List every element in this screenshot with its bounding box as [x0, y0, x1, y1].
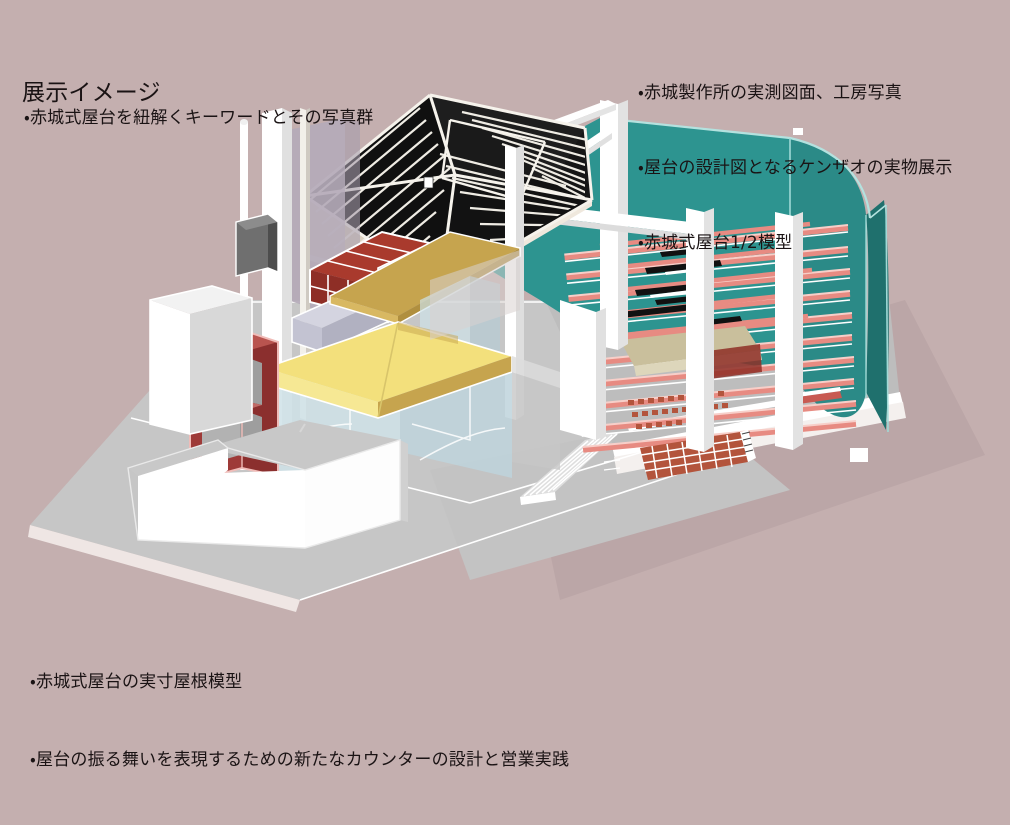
- bottom-left-annotation: ・赤城式屋台の実寸屋根模型 ・屋台の振る舞いを表現するための新たなカウンターの設…: [30, 617, 569, 825]
- lead-annotation: ・赤城式屋台を紐解くキーワードとその写真群: [24, 58, 373, 178]
- top-right-annotation: ・赤城製作所の実測図面、工房写真 ・屋台の設計図となるケンザオの実物展示 ・赤城…: [638, 31, 953, 306]
- slide-canvas: 展示イメージ ・赤城式屋台を紐解くキーワードとその写真群 ・赤城製作所の実測図面…: [22, 18, 953, 770]
- display-monitor: [235, 213, 279, 277]
- model-lattice: [640, 430, 756, 480]
- top-right-line-3: ・赤城式屋台1/2模型: [638, 233, 793, 253]
- top-right-line-1: ・赤城製作所の実測図面、工房写真: [638, 83, 902, 103]
- glass-cabinet-right: [512, 300, 606, 470]
- top-right-line-2: ・屋台の設計図となるケンザオの実物展示: [638, 158, 953, 178]
- back-wall-faint: [430, 250, 520, 340]
- exhibition-3d-rendering: [28, 93, 906, 612]
- page-title: 展示イメージ: [22, 18, 161, 168]
- white-stepped-block: [127, 420, 408, 549]
- lead-line-1: ・赤城式屋台を紐解くキーワードとその写真群: [24, 108, 374, 128]
- page-title-text: 展示イメージ: [22, 80, 161, 106]
- left-white-cabinet: [149, 285, 253, 435]
- bottom-left-line-2: ・屋台の振る舞いを表現するための新たなカウンターの設計と営業実践: [30, 750, 570, 770]
- bottom-left-line-1: ・赤城式屋台の実寸屋根模型: [30, 672, 243, 692]
